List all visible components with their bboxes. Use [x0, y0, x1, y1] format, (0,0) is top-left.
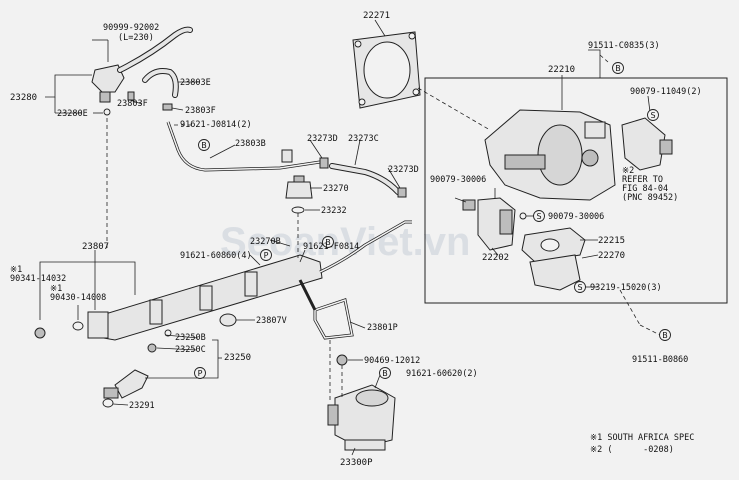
fuel-rail-23807[interactable] — [87, 254, 323, 341]
plug-90341 — [34, 327, 46, 339]
fuel-injector-23250[interactable] — [103, 329, 172, 399]
bolt-90079 — [519, 212, 527, 220]
throttle-body-22210[interactable] — [484, 109, 616, 201]
mark-1b: ※1 — [50, 284, 62, 294]
label-90341-14032[interactable]: 90341-14032 — [10, 274, 66, 284]
label-22215[interactable]: 22215 — [598, 236, 625, 246]
label-91621-60620[interactable]: 91621-60620(2) — [406, 369, 478, 379]
refer-note-mark: ※2 — [622, 166, 634, 176]
label-23250[interactable]: 23250 — [224, 353, 251, 363]
label-90079-30006-2[interactable]: 90079-30006 — [548, 212, 604, 222]
label-23803B[interactable]: 23803B — [235, 139, 266, 149]
gasket-90430 — [72, 321, 84, 331]
label-23270B[interactable]: 23270B — [250, 237, 281, 247]
label-91511-B0860[interactable]: 91511-B0860 — [632, 355, 688, 365]
svg-text:B: B — [382, 369, 388, 378]
svg-text:S: S — [536, 212, 541, 221]
label-23291[interactable]: 23291 — [129, 401, 155, 411]
clamp-23273D — [319, 157, 329, 169]
label-23273D-2[interactable]: 23273D — [388, 165, 419, 175]
label-23807[interactable]: 23807 — [82, 242, 109, 252]
pulsation-damper-23270[interactable] — [285, 175, 313, 199]
refer-note-pnc: (PNC 89452) — [622, 193, 678, 203]
clamp-23273D-2 — [397, 187, 407, 198]
circled-p-symbol: P — [194, 367, 206, 379]
label-90079-11049[interactable]: 90079-11049(2) — [630, 87, 702, 97]
refer-note-line: REFER TO — [622, 175, 663, 185]
label-91511-C0835[interactable]: 91511-C0835(3) — [588, 41, 660, 51]
legend-line-2: ※2 ( -0208) — [590, 445, 674, 455]
label-hose-length: (L=230) — [118, 33, 154, 43]
label-23280[interactable]: 23280 — [10, 93, 37, 103]
spec-legend: ※1 SOUTH AFRICA SPEC ※2 ( -0208) — [590, 433, 694, 455]
clip-23803F-2 — [162, 103, 173, 111]
mark-1: ※1 — [10, 265, 22, 275]
label-23300P[interactable]: 23300P — [340, 458, 373, 468]
label-23273C[interactable]: 23273C — [348, 134, 379, 144]
label-23803F[interactable]: 23803F — [117, 99, 148, 109]
legend-line-1: ※1 SOUTH AFRICA SPEC — [590, 433, 694, 443]
label-90999-92002[interactable]: 90999-92002 — [103, 23, 159, 33]
fuel-filter-23300P[interactable] — [327, 384, 396, 451]
label-23273D[interactable]: 23273D — [307, 134, 338, 144]
label-22210[interactable]: 22210 — [548, 65, 575, 75]
refer-note: ※2 REFER TO FIG 84-04 (PNC 89452) — [622, 166, 678, 203]
throttle-body-frame — [424, 77, 728, 304]
svg-text:B: B — [615, 64, 621, 73]
label-93219-15020[interactable]: 93219-15020(3) — [590, 283, 662, 293]
circled-s-symbol: S — [574, 281, 586, 293]
label-90469-12012[interactable]: 90469-12012 — [364, 356, 420, 366]
label-23232[interactable]: 23232 — [321, 206, 347, 216]
label-23280E[interactable]: 23280E — [57, 109, 88, 119]
label-22270[interactable]: 22270 — [598, 251, 625, 261]
label-90079-30006[interactable]: 90079-30006 — [430, 175, 486, 185]
circled-b-symbol: B — [198, 139, 210, 151]
label-90430-14008[interactable]: 90430-14008 — [50, 293, 106, 303]
label-23801P[interactable]: 23801P — [367, 323, 398, 333]
svg-text:P: P — [264, 251, 269, 260]
circled-b-symbol: B — [612, 62, 624, 74]
svg-text:B: B — [325, 238, 331, 247]
label-23250B[interactable]: 23250B — [175, 333, 206, 343]
circled-p-symbol: P — [260, 249, 272, 261]
label-23803E[interactable]: 23803E — [180, 78, 211, 88]
label-22271[interactable]: 22271 — [363, 11, 390, 21]
label-23270[interactable]: 23270 — [323, 184, 349, 194]
svg-text:P: P — [198, 369, 203, 378]
bolt-90469 — [336, 354, 348, 366]
circled-b-symbol: B — [322, 236, 334, 248]
label-91621-J0814[interactable]: 91621-J0814(2) — [180, 120, 252, 130]
svg-text:S: S — [650, 111, 655, 120]
o-ring-23291 — [102, 398, 114, 408]
label-23250C[interactable]: 23250C — [175, 345, 206, 355]
label-22202[interactable]: 22202 — [482, 253, 509, 263]
circled-s-symbol: S — [647, 109, 659, 121]
pressure-regulator-23280[interactable] — [91, 64, 125, 116]
label-23807V[interactable]: 23807V — [256, 316, 287, 326]
pipe-bracket — [281, 149, 293, 163]
insulator-23807V — [219, 313, 237, 327]
svg-text:S: S — [577, 283, 582, 292]
throttle-position-sensor[interactable] — [621, 117, 673, 171]
label-91621-F0814[interactable]: 91621-F0814 — [303, 242, 359, 252]
circled-b-symbol: B — [379, 367, 391, 379]
idle-air-control-22270[interactable] — [521, 227, 586, 291]
gasket-22271[interactable] — [352, 31, 421, 109]
svg-text:B: B — [201, 141, 207, 150]
o-ring-23232 — [291, 206, 305, 214]
isc-valve-22202[interactable] — [462, 197, 516, 251]
refer-note-fig: FIG 84-04 — [622, 184, 668, 194]
circled-s-symbol: S — [533, 210, 545, 222]
label-23803F-2[interactable]: 23803F — [185, 106, 216, 116]
label-91621-60860[interactable]: 91621-60860(4) — [180, 251, 252, 261]
circled-b-symbol: B — [659, 329, 671, 341]
svg-text:B: B — [662, 331, 668, 340]
